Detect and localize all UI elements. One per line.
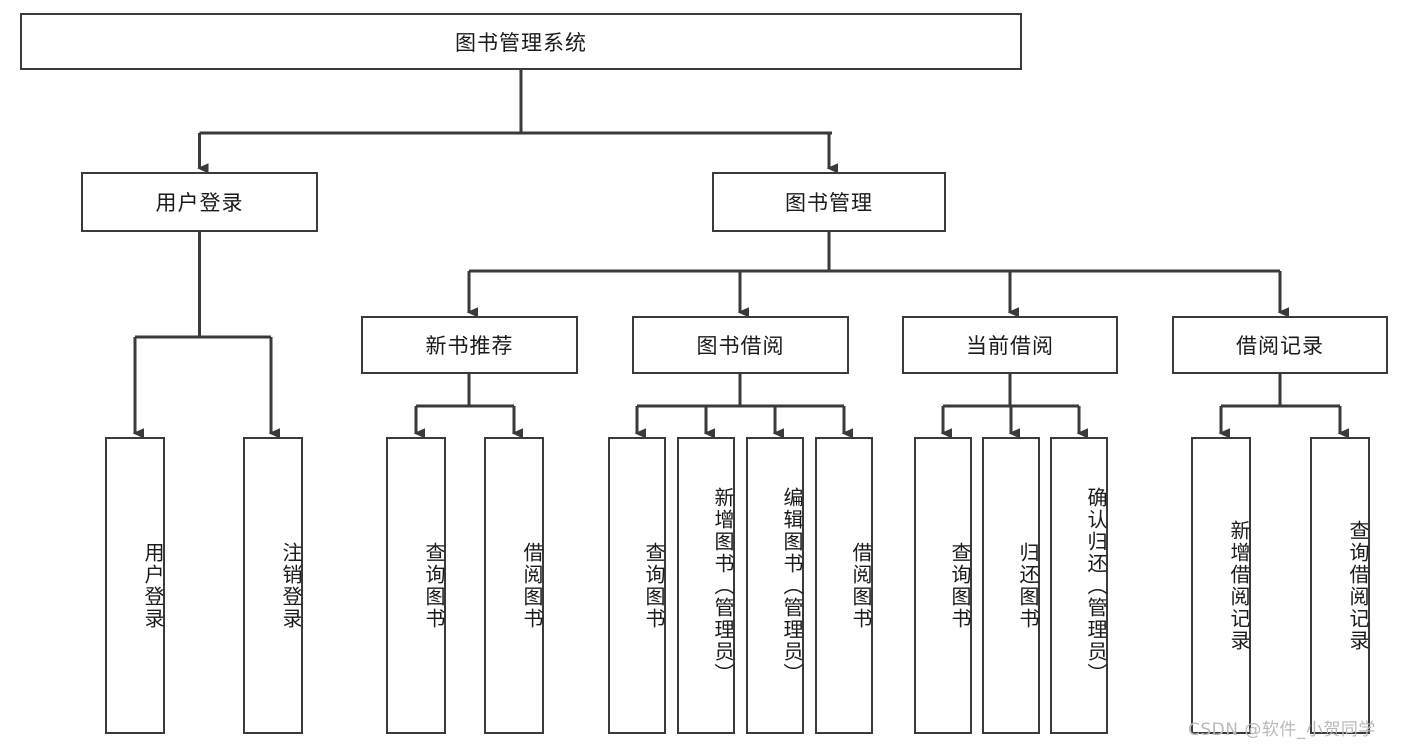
node-label: 归还图书 <box>1016 541 1040 630</box>
node-leaf[interactable]: 借阅图书 <box>815 437 873 734</box>
node-label: 新增借阅记录 <box>1227 519 1251 652</box>
node-level2-book-borrow[interactable]: 图书借阅 <box>632 316 849 374</box>
node-label: 查询图书 <box>948 541 972 630</box>
node-label: 查询图书 <box>422 541 446 630</box>
node-root-label: 图书管理系统 <box>455 30 587 55</box>
watermark: CSDN @软件_小贺同学 <box>1188 720 1376 740</box>
node-label: 新增图书（管理员） <box>711 486 735 685</box>
node-leaf[interactable]: 查询图书 <box>914 437 972 734</box>
node-label: 新书推荐 <box>425 334 514 358</box>
node-label: 用户登录 <box>155 191 244 215</box>
node-label: 编辑图书（管理员） <box>780 486 804 685</box>
node-label: 当前借阅 <box>966 334 1054 358</box>
node-label: 注销登录 <box>279 541 303 630</box>
node-leaf[interactable]: 查询图书 <box>608 437 666 734</box>
node-leaf[interactable]: 确认归还（管理员） <box>1050 437 1108 734</box>
node-level2-new-book-recommend[interactable]: 新书推荐 <box>361 316 578 374</box>
node-leaf[interactable]: 注销登录 <box>243 437 303 734</box>
node-label: 借阅图书 <box>520 541 544 630</box>
node-label: 确认归还（管理员） <box>1084 486 1108 685</box>
node-label: 借阅图书 <box>849 541 873 630</box>
node-leaf[interactable]: 查询借阅记录 <box>1310 437 1370 734</box>
node-leaf[interactable]: 新增图书（管理员） <box>677 437 735 734</box>
node-level1-user-login[interactable]: 用户登录 <box>81 172 318 232</box>
node-level2-borrow-records[interactable]: 借阅记录 <box>1172 316 1388 374</box>
node-leaf[interactable]: 编辑图书（管理员） <box>746 437 804 734</box>
node-level1-book-management[interactable]: 图书管理 <box>712 172 946 232</box>
node-label: 用户登录 <box>141 541 165 630</box>
node-level2-current-borrow[interactable]: 当前借阅 <box>902 316 1118 374</box>
node-label: 借阅记录 <box>1236 334 1324 358</box>
node-leaf[interactable]: 借阅图书 <box>484 437 544 734</box>
node-label: 图书管理 <box>785 191 873 215</box>
node-leaf[interactable]: 查询图书 <box>386 437 446 734</box>
node-root[interactable]: 图书管理系统 <box>20 13 1022 70</box>
node-label: 查询借阅记录 <box>1346 519 1370 652</box>
node-label: 查询图书 <box>642 541 666 630</box>
node-leaf[interactable]: 归还图书 <box>982 437 1040 734</box>
node-leaf[interactable]: 用户登录 <box>105 437 165 734</box>
node-leaf[interactable]: 新增借阅记录 <box>1191 437 1251 734</box>
node-label: 图书借阅 <box>696 334 785 358</box>
